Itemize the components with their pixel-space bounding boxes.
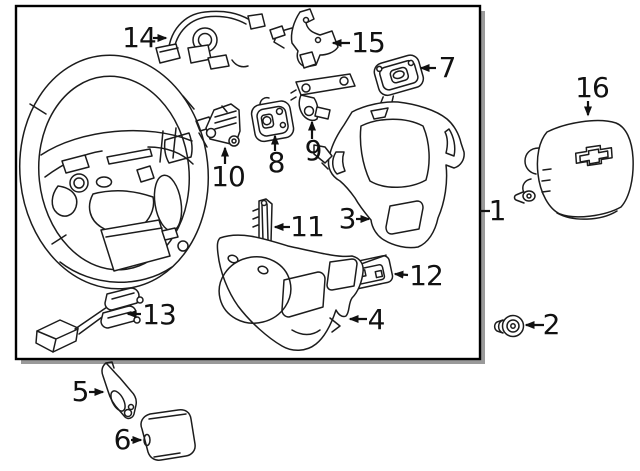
- callout-11[interactable]: 11: [290, 210, 325, 243]
- callout-3[interactable]: 3: [338, 202, 357, 235]
- callout-13[interactable]: 13: [142, 298, 177, 331]
- callout-16[interactable]: 16: [575, 71, 610, 104]
- part-steering-wheel: [18, 54, 214, 290]
- chevrolet-bowtie-logo: [574, 144, 613, 167]
- callout-10[interactable]: 10: [211, 160, 246, 193]
- part-airbag-16: [513, 119, 634, 220]
- callout-7[interactable]: 7: [438, 51, 457, 84]
- callout-1[interactable]: 1: [488, 194, 507, 227]
- callout-arrows: [89, 34, 592, 444]
- callout-8[interactable]: 8: [267, 146, 286, 179]
- callout-2[interactable]: 2: [542, 308, 561, 341]
- callout-5[interactable]: 5: [71, 375, 90, 408]
- part-bracket-15: [269, 8, 339, 69]
- callout-9[interactable]: 9: [304, 134, 323, 167]
- part-harness-upper: [155, 10, 266, 70]
- part-screw-2: [493, 314, 525, 338]
- callout-12[interactable]: 12: [409, 259, 444, 292]
- callout-15[interactable]: 15: [351, 26, 386, 59]
- part-trim-cover-3: [313, 101, 465, 249]
- part-bracket-9: [290, 73, 356, 122]
- part-lower-cover-4: [216, 234, 364, 351]
- part-paddle-5: [101, 361, 137, 420]
- part-cap-6: [140, 409, 196, 461]
- part-bracket-10: [205, 103, 241, 147]
- callout-12-arrow: [393, 270, 409, 279]
- callout-14[interactable]: 14: [122, 21, 157, 54]
- part-harness-lower-13: [35, 287, 144, 353]
- callout-6[interactable]: 6: [113, 423, 132, 456]
- callout-4[interactable]: 4: [367, 303, 386, 336]
